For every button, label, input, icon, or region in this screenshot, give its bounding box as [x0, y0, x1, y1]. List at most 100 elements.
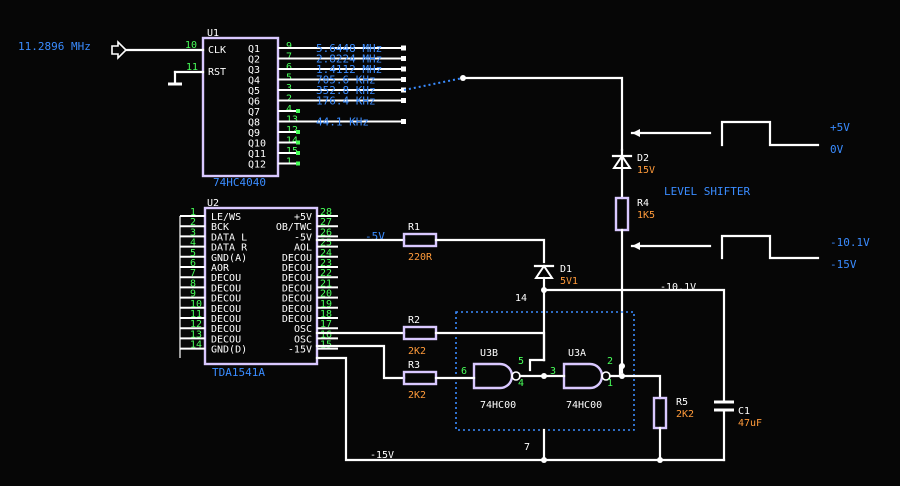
u2-right-pin-label: DECOU — [282, 263, 312, 274]
u1-pin-rst: RST — [208, 67, 226, 78]
u2-right-pin-num: 28 — [320, 207, 332, 218]
r3-value: 2K2 — [408, 390, 426, 401]
u2-right-pin-num: 21 — [320, 278, 332, 289]
u1-part: 74HC4040 — [213, 176, 266, 189]
u1-output-freq: 705.6 KHz — [316, 74, 376, 87]
u1-pin-num: 9 — [286, 41, 292, 52]
u1-pin-label: Q7 — [248, 107, 260, 118]
u2-right-pin-label: DECOU — [282, 273, 312, 284]
neg10v-label: -10.1V — [660, 282, 696, 293]
u2-left-pin-num: 10 — [190, 299, 202, 310]
r1-right-wire — [434, 238, 546, 264]
u1-pin-num: 4 — [286, 104, 292, 115]
u2-left-pin-num: 4 — [190, 238, 196, 249]
u2-right-pin-label: +5V — [294, 212, 312, 223]
u3b-part: 74HC00 — [480, 400, 516, 411]
neg15v-label: -15V — [370, 450, 394, 461]
u3b-pin-5: 5 — [518, 356, 524, 367]
u2-left-pin-num: 8 — [190, 278, 196, 289]
u3a-gate: U3A 74HC00 3 2 1 — [550, 348, 613, 411]
u1-output-freq: 5.6448 MHz — [316, 42, 382, 55]
u1-output-terminal — [401, 87, 406, 93]
neg15v-rail: -15V 7 — [315, 356, 726, 463]
u2-right-pin-num: 17 — [320, 319, 332, 330]
u1-pin-num: 6 — [286, 62, 292, 73]
d2-value: 15V — [637, 165, 655, 176]
r1-ref: R1 — [408, 222, 420, 233]
u2-left-pin-num: 11 — [190, 309, 202, 320]
u2-right-pin-num: 26 — [320, 227, 332, 238]
rail-node — [657, 457, 663, 463]
d2-ref: D2 — [637, 153, 649, 164]
u3b-pin-4: 4 — [518, 378, 524, 389]
u1-pin-num: 13 — [286, 115, 298, 126]
clock-input-label: 11.2896 MHz — [18, 40, 91, 53]
u2-right-pin-label: -5V — [294, 232, 312, 243]
u2-right-pin-label: DECOU — [282, 253, 312, 264]
u2-left-pin-label: DECOU — [211, 294, 241, 305]
u2-left-pin-label: DATA R — [211, 243, 248, 254]
u2-right-pin-num: 16 — [320, 329, 332, 340]
u2-left-pin-num: 5 — [190, 248, 196, 259]
u1-output-terminal — [401, 45, 406, 51]
u3b-in5-wire — [528, 358, 546, 372]
u2-right-pin-num: 18 — [320, 309, 332, 320]
u2-right-pin-label: OSC — [294, 334, 312, 345]
r4-ref: R4 — [637, 198, 649, 209]
u1-pin-label: Q9 — [248, 128, 260, 139]
u3a-pin-3: 3 — [550, 366, 556, 377]
r2-r3-network: R2 2K2 R3 2K2 — [315, 315, 546, 401]
u2-left-pin-num: 7 — [190, 268, 196, 279]
u1-pin-num: 5 — [286, 73, 292, 84]
u3b-pin-6: 6 — [461, 366, 467, 377]
wave-bottom-low: -15V — [830, 258, 857, 271]
u1-nc-terminal — [296, 140, 300, 145]
u2-left-pin-label: DECOU — [211, 304, 241, 315]
u1-pin-num-10: 10 — [185, 40, 197, 51]
u2-left-pin-label: BCK — [211, 222, 229, 233]
u1-pin-label: Q2 — [248, 55, 260, 66]
u2-right-pin-label: DECOU — [282, 314, 312, 325]
u2-left-pin-label: GND(D) — [211, 345, 247, 356]
square-wave-bottom — [720, 234, 820, 260]
u3a-out-node — [619, 363, 625, 369]
wave-top-low: 0V — [830, 143, 844, 156]
u2-left-pin-num: 2 — [190, 217, 196, 228]
r3-left-wire — [315, 344, 406, 380]
pin-7-label: 7 — [524, 442, 530, 453]
c1-ref: C1 — [738, 406, 750, 417]
u3a-nand-body — [562, 362, 604, 390]
u1-pin-label: Q8 — [248, 118, 260, 129]
u3b-gate: U3B 74HC00 6 5 4 — [461, 348, 524, 411]
u1-output-freq: 176.4 KHz — [316, 95, 376, 108]
u1-output-terminal — [401, 119, 406, 124]
r2-resistor — [402, 325, 438, 341]
u2-right-pin-num: 27 — [320, 217, 332, 228]
u1-pin-num: 12 — [286, 125, 298, 136]
d1-value: 5V1 — [560, 276, 578, 287]
r2-value: 2K2 — [408, 346, 426, 357]
u1-pin-num: 2 — [286, 94, 292, 105]
u1-pin-label: Q3 — [248, 65, 260, 76]
gate-node — [541, 373, 547, 379]
u2-left-pin-label: DECOU — [211, 314, 241, 325]
r3-ref: R3 — [408, 360, 420, 371]
r1-value: 220R — [408, 252, 433, 263]
u3b-ref: U3B — [480, 348, 498, 359]
u1-pin-num: 7 — [286, 52, 292, 63]
d1-ref: D1 — [560, 264, 572, 275]
u2-left-pin-label: DECOU — [211, 334, 241, 345]
u1-pin-label: Q5 — [248, 86, 260, 97]
u1-pin-label: Q12 — [248, 160, 266, 171]
rail-node — [541, 457, 547, 463]
u3a-part: 74HC00 — [566, 400, 602, 411]
r5-value: 2K2 — [676, 409, 694, 420]
u3a-pin-1: 1 — [607, 378, 613, 389]
u2-right-pin-num: 22 — [320, 268, 332, 279]
u1-pin-num: 14 — [286, 136, 298, 147]
c1-value: 47uF — [738, 418, 762, 429]
u2-part: TDA1541A — [212, 366, 265, 379]
neg10v-rail — [542, 288, 726, 404]
selector-wire — [464, 76, 624, 152]
u2-left-pin-num: 9 — [190, 289, 196, 300]
